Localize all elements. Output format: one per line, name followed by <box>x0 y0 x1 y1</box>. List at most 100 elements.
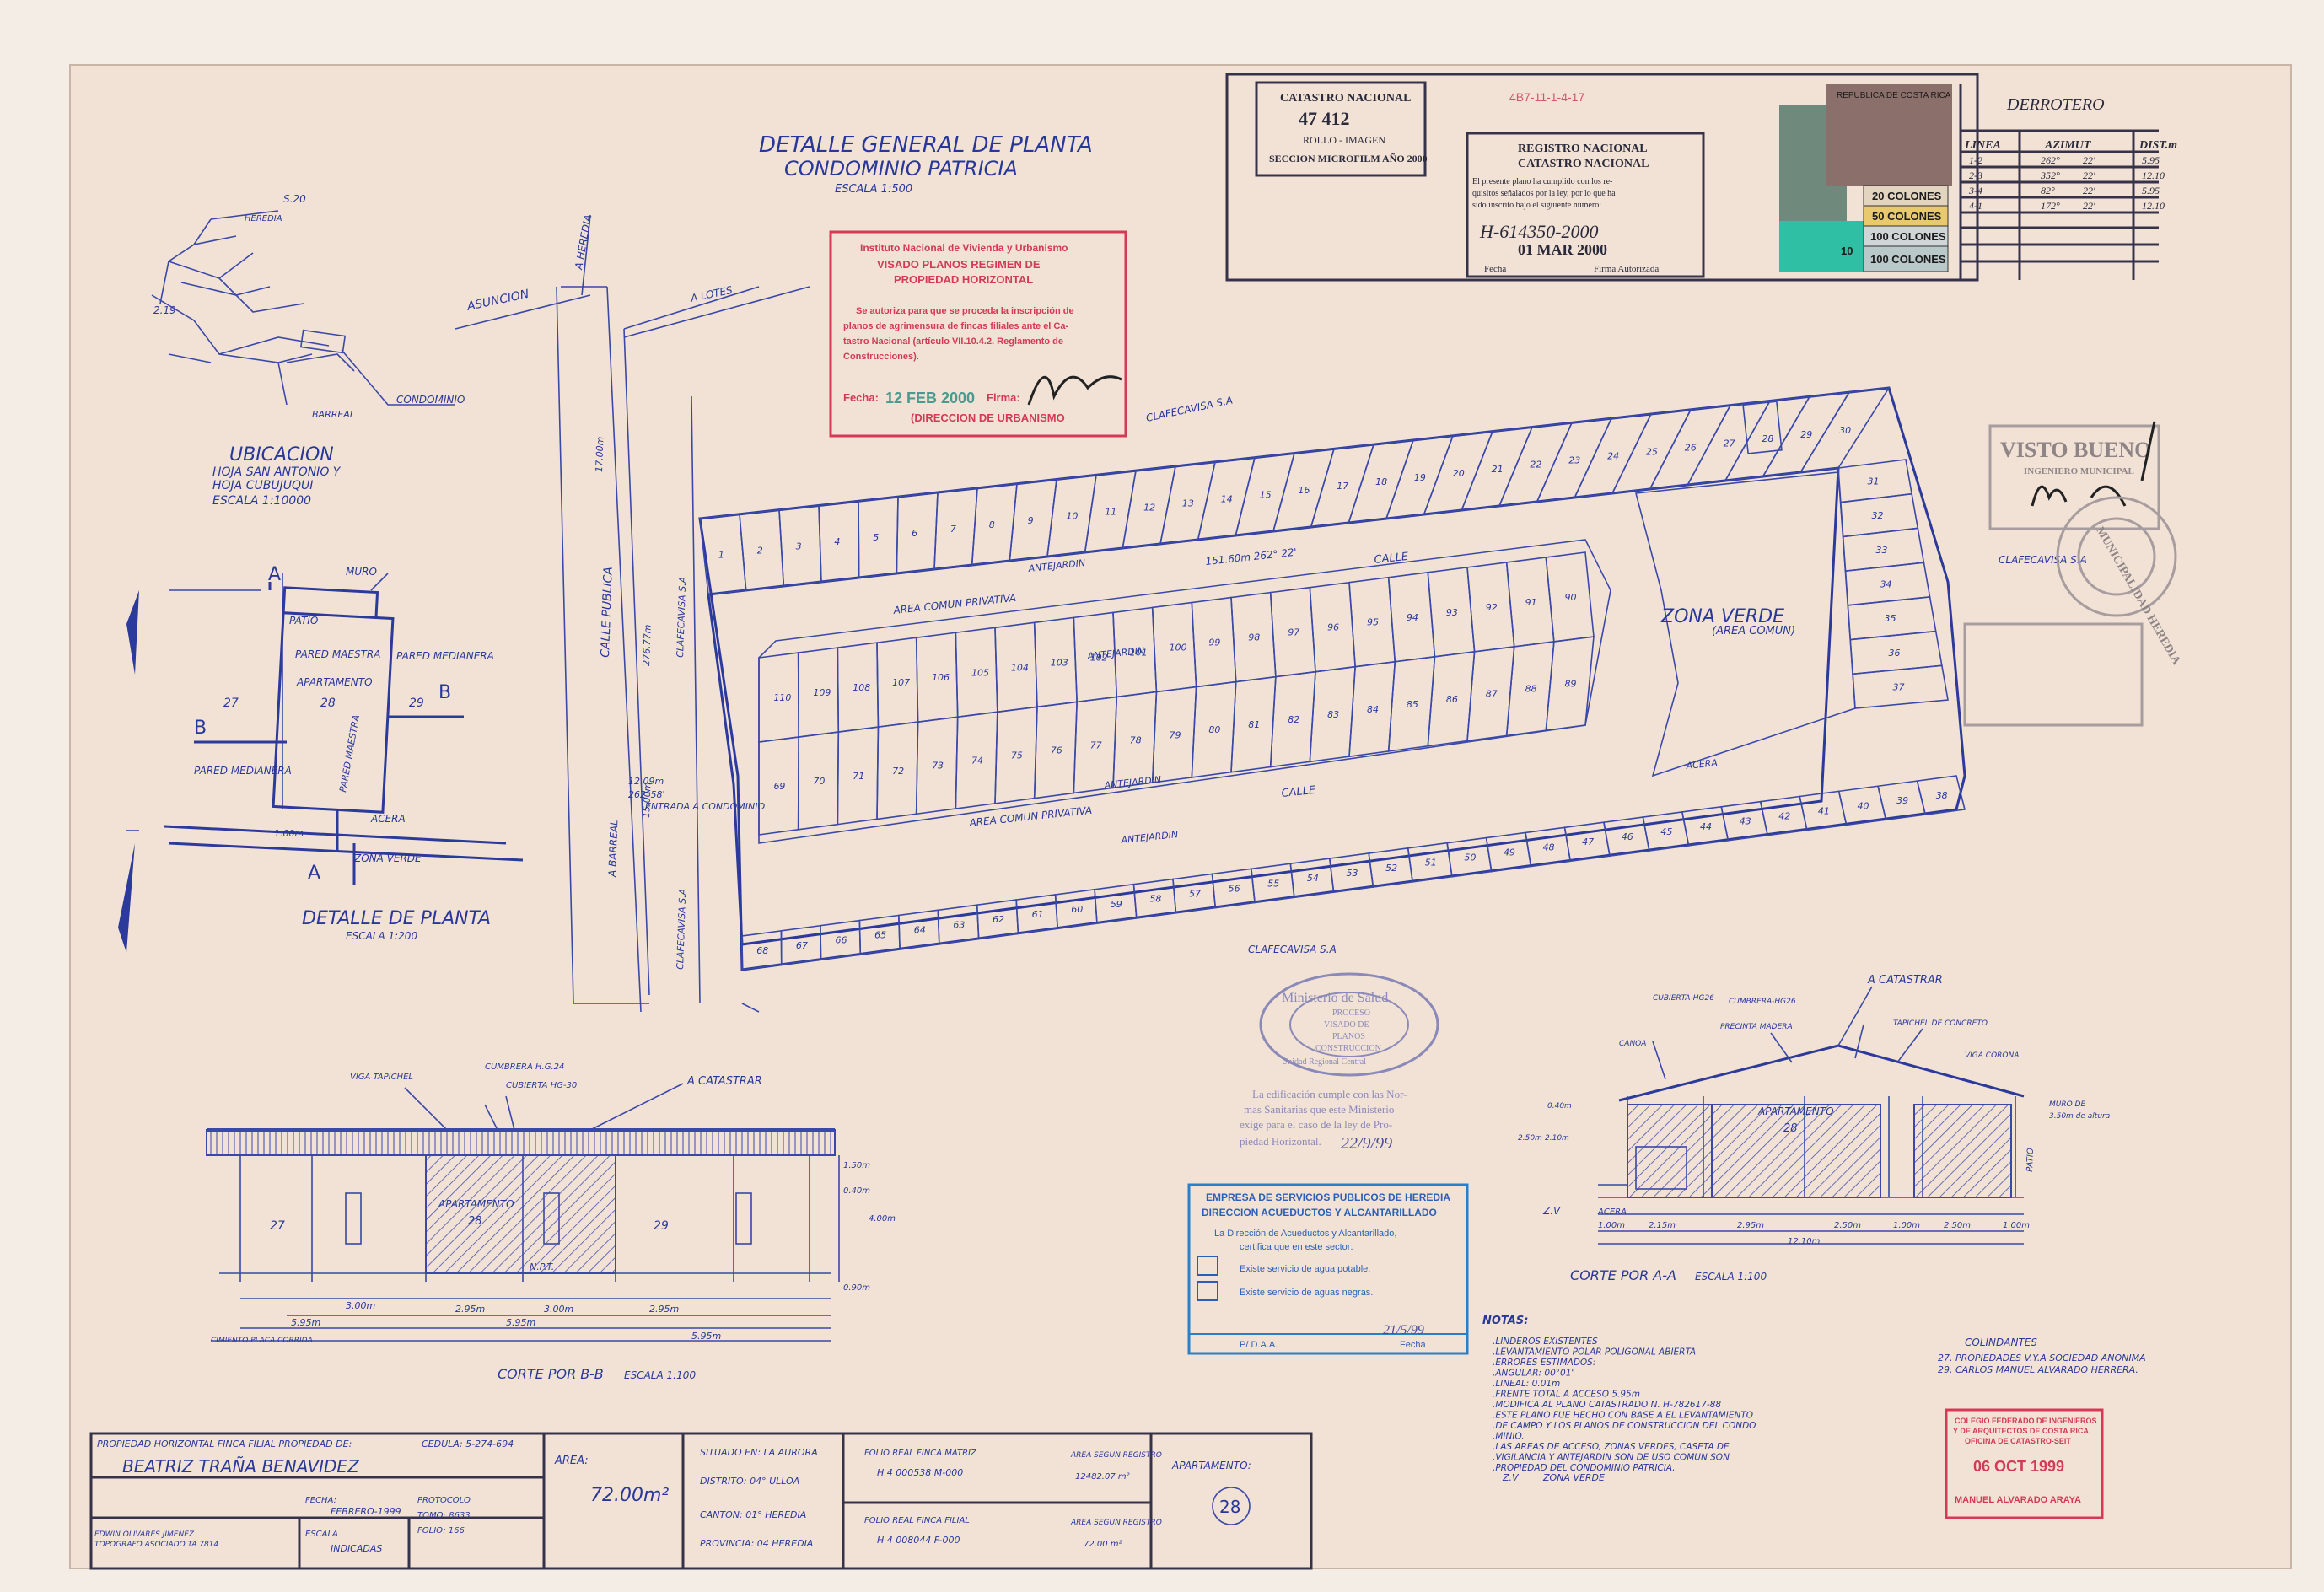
derrotero-cell: 22' <box>2083 169 2095 181</box>
notes: NOTAS: .LINDEROS EXISTENTES.LEVANTAMIENT… <box>1482 1315 1756 1483</box>
bottom-row-lot-number: 46 <box>1622 831 1633 842</box>
tb-provincia: PROVINCIA: 04 HEREDIA <box>700 1538 813 1549</box>
derrotero-cell: 5.95 <box>2142 154 2160 166</box>
colegio-l2: Y DE ARQUITECTOS DE COSTA RICA <box>1953 1427 2089 1435</box>
cut-b-right: B <box>438 682 451 703</box>
derrotero-cell: 22' <box>2083 185 2095 196</box>
catastro-l4: SECCION MICROFILM AÑO 2000 <box>1269 153 1428 164</box>
section-bb: VIGA TAPICHEL CUMBRERA H.G.24 CUBIERTA H… <box>206 1062 896 1382</box>
location-map: CONDOMINIO BARREAL HEREDIA 2.19 S.20 UBI… <box>151 193 465 508</box>
invu-l4: Se autoriza para que se proceda la inscr… <box>856 306 1074 316</box>
inner-mid-lot-number: 73 <box>932 761 944 772</box>
inner-top-lot-number: 102 <box>1090 652 1108 663</box>
stamp-50-label: 50 COLONES <box>1872 210 1942 223</box>
stamp-50 <box>1863 205 1949 227</box>
bottom-row-lot-number: 61 <box>1032 909 1044 920</box>
detail-zona-verde: ZONA VERDE <box>353 852 422 864</box>
faded-stamp <box>1963 622 2144 727</box>
salud-stamp: Ministerio de Salud PROCESO VISADO DE PL… <box>1240 972 1439 1153</box>
bottom-row-lot-number: 43 <box>1740 816 1751 827</box>
aa-h-2: 2.10m <box>1545 1134 1569 1143</box>
note-item: .LINEAL: 0.01m <box>1493 1379 1560 1389</box>
aa-catastrar: A CATASTRAR <box>1867 974 1943 987</box>
dist-276m: 276.77m <box>641 624 654 666</box>
aa-window <box>1635 1146 1687 1190</box>
bottom-row-lot-number: 57 <box>1189 889 1201 900</box>
aa-dim-3: 2.50m <box>1834 1221 1861 1230</box>
note-item: .MINIO. <box>1493 1432 1525 1442</box>
inner-top-lot-number: 104 <box>1011 662 1029 673</box>
cut-b-left: B <box>194 718 207 739</box>
lots-bottom-row: 3839404142434445464748495051525354555657… <box>741 775 1966 971</box>
aa-apto-num: 28 <box>1783 1122 1798 1135</box>
derrotero-title: DERROTERO <box>2006 95 2105 114</box>
esph-check-negras-icon <box>1197 1281 1218 1301</box>
title-block: PROPIEDAD HORIZONTAL FINCA FILIAL PROPIE… <box>89 1432 1313 1570</box>
bb-h-2: 4.00m <box>869 1214 896 1224</box>
bb-unit-29: 29 <box>654 1219 669 1233</box>
top-row-lot-number: 29 <box>1800 429 1812 440</box>
top-row-lot-number: 21 <box>1492 464 1504 475</box>
inner-top-lot-number: 101 <box>1130 647 1148 658</box>
inner-mid-lot-number: 80 <box>1208 724 1220 735</box>
title-line1: DETALLE GENERAL DE PLANTA <box>759 132 1093 158</box>
top-row-lot-number: 8 <box>989 519 995 530</box>
esph-l3: La Dirección de Acueductos y Alcantarill… <box>1214 1229 1396 1239</box>
bottom-row-lot-number: 41 <box>1818 805 1830 816</box>
aa-cubierta: CUBIERTA-HG26 <box>1653 994 1714 1003</box>
street-clafecavisa-s: CLAFECAVISA S.A <box>1248 944 1337 955</box>
colindantes-title: COLINDANTES <box>1965 1337 2037 1348</box>
invu-firma-label: Firma: <box>987 391 1020 404</box>
detail-unit-28: 28 <box>320 696 336 710</box>
bb-unit-28 <box>425 1154 616 1274</box>
bottom-row-lot-number: 60 <box>1071 904 1083 915</box>
note-item: .VIGILANCIA Y ANTEJARDIN SON DE USO COMU… <box>1493 1453 1730 1463</box>
detail-unit-27: 27 <box>223 696 239 710</box>
inner-mid-lot-number: 85 <box>1407 699 1418 710</box>
colegio-frame <box>1945 1408 2104 1519</box>
invu-l3: PROPIEDAD HORIZONTAL <box>894 273 1033 286</box>
derrotero-h-dist: DIST.m <box>2138 139 2177 152</box>
lot-28-highlight <box>1742 401 1783 454</box>
detail-pared-medianera-right: PARED MEDIANERA <box>396 650 494 662</box>
bb-cumbrera: CUMBRERA H.G.24 <box>485 1062 564 1072</box>
inner-mid-lot-number: 79 <box>1170 729 1181 740</box>
catastro-l2: 47 412 <box>1299 108 1350 129</box>
bb-apto-label: APARTAMENTO <box>438 1198 514 1210</box>
bottom-row-lot-number: 62 <box>993 914 1004 925</box>
derrotero-cell: 12.10 <box>2142 169 2165 181</box>
bb-catastrar: A CATASTRAR <box>686 1075 762 1088</box>
stamp-teal <box>1779 221 1864 272</box>
inner-top-lot-number: 110 <box>773 692 791 703</box>
inner-mid-lot-number: 70 <box>813 776 825 787</box>
detail-acera: ACERA <box>370 813 406 825</box>
salud-l7: La edificación cumple con las Nor- <box>1252 1088 1407 1100</box>
inner-top-lot-number: 90 <box>1565 592 1577 603</box>
note-item: .LAS AREAS DE ACCESO, ZONAS VERDES, CASE… <box>1493 1442 1730 1452</box>
esph-date: 21/5/99 <box>1383 1323 1424 1337</box>
visto-bueno-frame <box>1988 424 2160 530</box>
tb-folio: FOLIO: 166 <box>417 1526 465 1536</box>
aa-total: 12.10m <box>1788 1237 1821 1246</box>
registro-fecha: Fecha <box>1484 264 1506 274</box>
bb-scale: ESCALA 1:100 <box>624 1369 696 1381</box>
bb-viga: VIGA TAPICHEL <box>350 1073 413 1082</box>
bottom-row-lot-number: 49 <box>1504 847 1515 858</box>
stamp-frame <box>1225 73 1979 282</box>
tb-fecha-label: FECHA: <box>305 1496 336 1505</box>
aa-apto-label: APARTAMENTO <box>1757 1105 1834 1117</box>
bottom-row-lot-number: 63 <box>953 919 965 930</box>
salud-l4: PLANOS <box>1332 1032 1365 1041</box>
inner-top-lot-number: 98 <box>1248 632 1260 643</box>
condominio-marker <box>299 329 347 354</box>
bb-cimiento: CIMIENTO PLACA CORRIDA <box>211 1337 313 1345</box>
inner-top-lot-number: 109 <box>813 687 831 698</box>
derrotero-cell: 1-2 <box>1969 154 1982 166</box>
roof-hatch <box>210 1132 831 1154</box>
derrotero-cell: 2-3 <box>1969 169 1982 181</box>
tb-folio-filial: FOLIO REAL FINCA FILIAL <box>864 1516 970 1525</box>
invu-l6: tastro Nacional (artículo VII.10.4.2. Re… <box>843 336 1063 347</box>
zona-verde-label: ZONA VERDE <box>1660 606 1784 627</box>
